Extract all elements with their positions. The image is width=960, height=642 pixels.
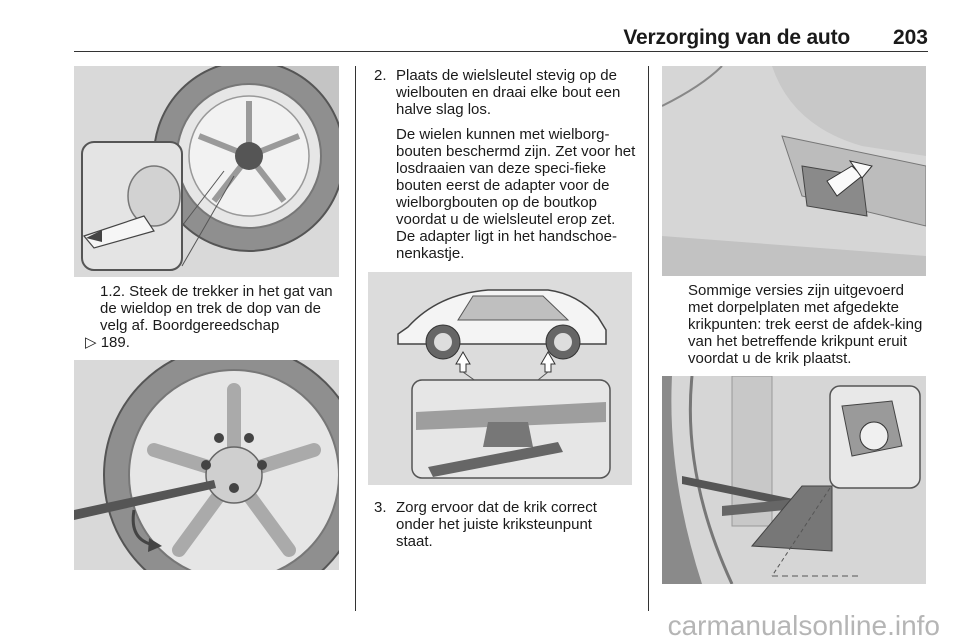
illustration-hubcap-removal [74,66,339,277]
page-number: 203 [892,26,928,49]
illustration-sill-cover [662,66,926,276]
watermark: carmanualsonline.info [667,610,940,641]
reference-arrow-icon: ▷ [85,334,97,351]
step-2-number: 2. [374,67,387,84]
page-header-title: Verzorging van de auto [623,26,850,49]
illustration-loosening-bolts [74,360,339,570]
column-divider-right [648,66,649,611]
header-divider [74,51,928,52]
step-2-note: De wielen kunnen met wielborg-bouten bes… [396,126,636,262]
illustration-jack-placement [662,376,926,584]
column-divider-left [355,66,356,611]
step-3-text: Zorg ervoor dat de krik correct onder he… [396,499,597,550]
step-1-2-text: 1.2. Steek de trekker in het gat van de … [100,283,345,334]
step-2-text: Plaats de wielsleutel stevig op de wielb… [396,67,621,118]
reference-line: ▷ 189. [85,334,285,351]
reference-page: 189. [100,334,130,351]
illustration-jack-points [368,272,632,485]
step-1-2-body: 1.2. Steek de trekker in het gat van de … [100,283,333,334]
sill-cover-note: Sommige versies zijn uitgevoerd met dorp… [688,282,923,367]
step-3-number: 3. [374,499,387,516]
